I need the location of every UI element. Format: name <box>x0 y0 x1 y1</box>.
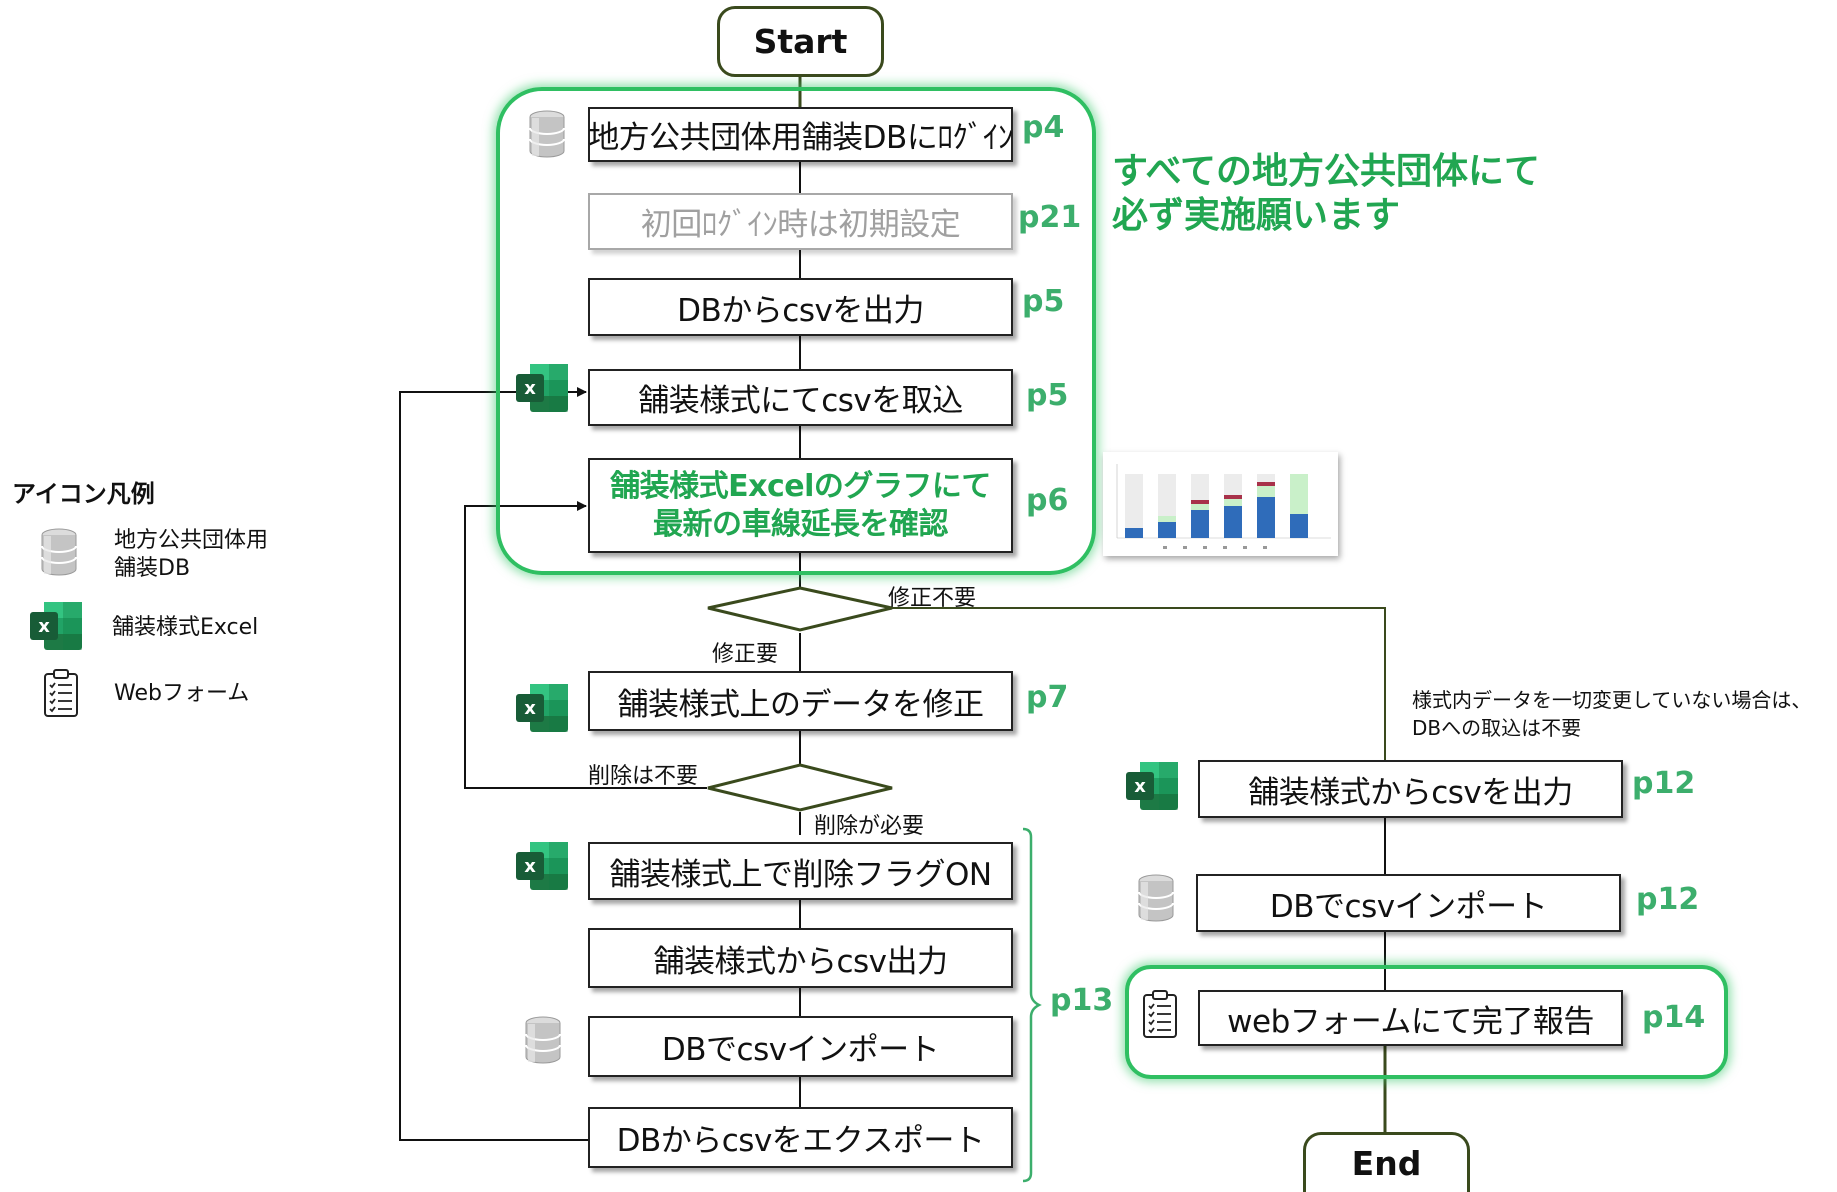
start-terminator: Start <box>717 6 884 77</box>
step-form-csv-out-right: 舗装様式からcsvを出力 <box>1198 760 1623 818</box>
note-no-change: 様式内データを一切変更していない場合は、 DBへの取込は不要 <box>1412 686 1811 742</box>
mandatory-steps-group <box>496 87 1096 575</box>
clipboard-checklist-icon <box>44 669 78 717</box>
legend-webform-label: Webフォーム <box>114 681 250 706</box>
label-no-delete: 削除は不要 <box>588 764 699 789</box>
mandatory-callout: すべての地方公共団体にて 必ず実施願います <box>1112 150 1540 238</box>
svg-text:x: x <box>524 378 536 399</box>
excel-icon: x <box>516 684 568 732</box>
page-ref-import-form: p5 <box>1026 378 1069 413</box>
page-ref-check: p6 <box>1026 483 1069 518</box>
step-db-import-left: DBでcsvインポート <box>588 1016 1013 1077</box>
database-icon <box>41 528 77 576</box>
page-ref-bracket: p13 <box>1050 983 1114 1018</box>
excel-icon: x <box>30 602 82 650</box>
excel-icon: x <box>1126 762 1178 810</box>
label-need-fix: 修正要 <box>712 642 779 667</box>
excel-icon: x <box>516 364 568 412</box>
svg-text:x: x <box>524 698 536 719</box>
step-form-csv-out: 舗装様式からcsv出力 <box>588 928 1013 988</box>
database-icon <box>1138 874 1174 922</box>
step-check-line2: 最新の車線延長を確認 <box>653 506 949 542</box>
step-import-form: 舗装様式にてcsvを取込 <box>588 369 1013 426</box>
step-report: webフォームにて完了報告 <box>1198 990 1623 1046</box>
p13-bracket <box>1022 827 1042 1183</box>
page-ref-form-csv-out-right: p12 <box>1632 766 1696 801</box>
step-check-graph: 舗装様式Excelのグラフにて 最新の車線延長を確認 <box>588 458 1013 553</box>
page-ref-fix: p7 <box>1026 680 1069 715</box>
excel-icon: x <box>516 842 568 890</box>
step-db-import-right: DBでcsvインポート <box>1196 874 1621 932</box>
graph-thumbnail-image <box>1103 452 1338 556</box>
step-initial-setup: 初回ﾛｸﾞｲﾝ時は初期設定 <box>588 193 1013 250</box>
svg-text:x: x <box>1134 776 1146 797</box>
legend-db-line1: 地方公共団体用 <box>114 528 269 553</box>
step-fix-data: 舗装様式上のデータを修正 <box>588 671 1013 731</box>
label-no-fix: 修正不要 <box>888 586 977 611</box>
decision-fix-diamond <box>707 586 893 632</box>
step-db-export: DBからcsvをエクスポート <box>588 1107 1013 1168</box>
page-ref-report: p14 <box>1642 1000 1706 1035</box>
decision-delete-diamond <box>707 763 893 812</box>
callout-line2: 必ず実施願います <box>1112 195 1401 236</box>
legend-excel-label: 舗装様式Excel <box>112 615 259 640</box>
legend-db-line2: 舗装DB <box>114 556 191 581</box>
note-line2: DBへの取込は不要 <box>1412 716 1582 740</box>
step-export-db: DBからcsvを出力 <box>588 278 1013 336</box>
svg-text:x: x <box>524 856 536 877</box>
note-line1: 様式内データを一切変更していない場合は、 <box>1412 688 1812 712</box>
label-need-delete: 削除が必要 <box>814 814 925 839</box>
report-group <box>1125 965 1728 1079</box>
database-icon <box>529 110 565 158</box>
graph-thumbnail <box>1103 452 1338 556</box>
step-check-line1: 舗装様式Excelのグラフにて <box>610 468 991 504</box>
svg-text:x: x <box>38 616 50 637</box>
page-ref-export-db: p5 <box>1022 284 1065 319</box>
step-delete-flag: 舗装様式上で削除フラグON <box>588 842 1013 900</box>
step-login: 地方公共団体用舗装DBにﾛｸﾞｲﾝ <box>588 107 1013 162</box>
callout-line1: すべての地方公共団体にて <box>1112 151 1541 192</box>
page-ref-db-import-right: p12 <box>1636 882 1700 917</box>
legend-title: アイコン凡例 <box>12 480 155 508</box>
page-ref-initial: p21 <box>1018 200 1082 235</box>
end-terminator: End <box>1303 1132 1470 1192</box>
legend-db-label: 地方公共団体用 舗装DB <box>114 527 268 583</box>
page-ref-login: p4 <box>1022 110 1065 145</box>
clipboard-checklist-icon <box>1143 990 1177 1038</box>
database-icon <box>525 1016 561 1064</box>
